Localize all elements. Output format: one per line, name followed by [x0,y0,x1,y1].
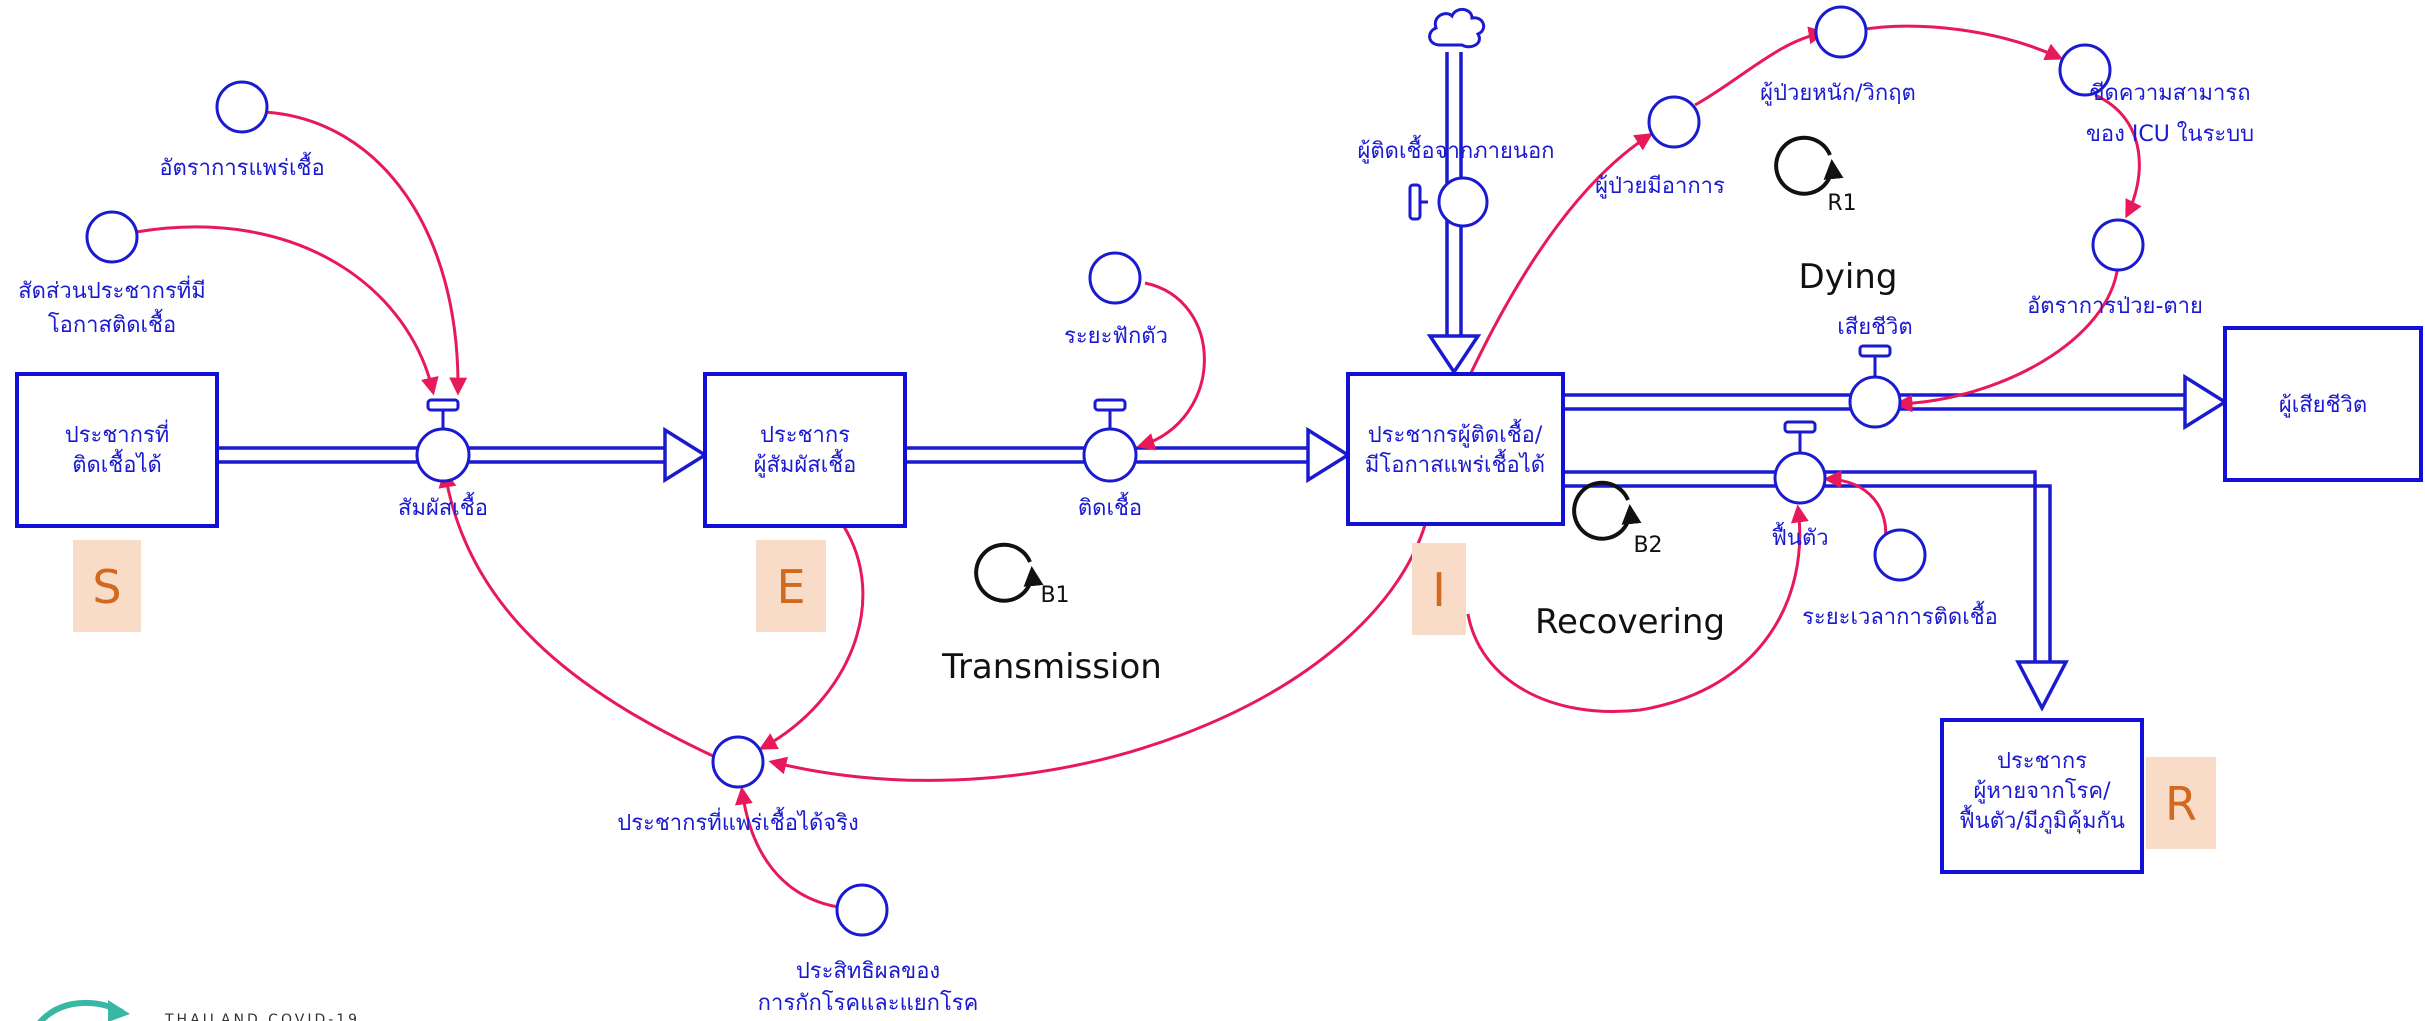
aux-label-icu-capacity-1: ขีดความสามารถ [2089,81,2250,106]
stock-infected[interactable]: ประชากรผู้ติดเชื้อ/ มีโอกาสแพร่เชื้อได้ [1346,372,1565,526]
aux-incubation[interactable] [1088,251,1142,305]
aux-label-infection-duration: ระยะเวลาการติดเชื้อ [1802,601,1998,630]
aux-label-symptomatic: ผู้ป่วยมีอาการ [1595,174,1725,199]
stock-exposed[interactable]: ประชากร ผู้สัมผัสเชื้อ [703,372,907,528]
aux-label-intervention-2: การกักโรคและแยกโรค [758,990,979,1016]
logo-text: THAILAND COVID-19 [164,1012,360,1021]
logo: THAILAND COVID-19 [37,999,360,1021]
aux-label-intervention-1: ประสิทธิผลของ [796,959,940,984]
svg-text:E: E [776,560,805,614]
aux-label-icu-capacity-2: ของ ICU ในระบบ [2086,121,2254,147]
loop-r1: R1 Dying [1774,135,1898,297]
aux-symptomatic[interactable] [1647,95,1701,149]
compartment-letter-e: E [756,540,826,632]
stock-exposed-line-2: ผู้สัมผัสเชื้อ [754,449,857,478]
loop-r1-name: Dying [1799,257,1898,297]
svg-text:S: S [92,560,121,614]
svg-text:R: R [2165,777,2197,831]
aux-label-susceptible-fraction-1: สัดส่วนประชากรที่มี [18,275,206,304]
stock-recovered-line-1: ประชากร [1997,749,2087,774]
aux-susceptible-fraction[interactable] [85,210,139,264]
loop-b2-name: Recovering [1535,602,1725,642]
stock-susceptible[interactable]: ประชากรที่ ติดเชื้อได้ [15,372,219,528]
flow-label-contact: สัมผัสเชื้อ [398,492,488,521]
aux-icu-capacity[interactable] [2058,43,2112,97]
stock-susceptible-line-1: ประชากรที่ [65,419,170,448]
valve-infect[interactable] [1082,398,1138,483]
loop-b1: B1 Transmission [941,542,1162,687]
stock-susceptible-line-2: ติดเชื้อได้ [72,449,162,478]
aux-effective-spreaders[interactable] [711,735,765,789]
loop-b1-id: B1 [1040,583,1069,608]
logo-arrow-icon [108,1000,130,1021]
stock-exposed-line-1: ประชากร [760,423,850,448]
aux-transmission-rate[interactable] [215,80,269,134]
stock-infected-line-2: มีโอกาสแพร่เชื้อได้ [1365,449,1545,478]
stock-recovered-line-2: ผู้หายจากโรค/ [1974,778,2112,804]
flow-label-recover: ฟื้นตัว [1771,522,1828,551]
flow-label-infect: ติดเชื้อ [1078,492,1142,521]
aux-label-effective-spreaders: ประชากรที่แพร่เชื้อได้จริง [617,807,858,836]
aux-label-incubation: ระยะฟักตัว [1064,324,1168,349]
causal-links [135,24,2142,910]
source-cloud-icon [1428,8,1486,49]
flow-label-external: ผู้ติดเชื้อจากภายนอก [1357,135,1554,164]
aux-label-severe: ผู้ป่วยหนัก/วิกฤต [1760,81,1916,106]
aux-fatality-rate[interactable] [2091,218,2145,272]
aux-label-transmission-rate: อัตราการแพร่เชื้อ [159,152,324,181]
aux-infection-duration[interactable] [1873,528,1927,582]
stock-recovered-line-3: ฟื้นตัว/มีภูมิคุ้มกัน [1959,805,2125,834]
compartment-letter-i: I [1412,543,1466,635]
stock-deaths-line-1: ผู้เสียชีวิต [2279,393,2367,418]
loop-r1-id: R1 [1827,191,1856,216]
loop-b2: B2 Recovering [1535,480,1725,642]
aux-label-susceptible-fraction-2: โอกาสติดเชื้อ [48,309,176,338]
valve-death[interactable] [1848,344,1902,429]
svg-text:I: I [1432,563,1446,617]
compartment-letter-s: S [73,540,141,632]
loop-b1-name: Transmission [941,647,1162,687]
stock-deaths[interactable]: ผู้เสียชีวิต [2223,326,2423,482]
compartment-letter-r: R [2146,757,2216,849]
aux-label-fatality-rate: อัตราการป่วย-ตาย [2027,294,2203,319]
aux-intervention[interactable] [835,883,889,937]
valve-recover[interactable] [1773,420,1827,505]
flow-label-death: เสียชีวิต [1837,315,1912,340]
stock-infected-line-1: ประชากรผู้ติดเชื้อ/ [1368,419,1543,448]
loop-b2-id: B2 [1633,533,1662,558]
valve-contact[interactable] [415,398,471,483]
valve-external[interactable] [1408,176,1489,228]
stock-recovered[interactable]: ประชากร ผู้หายจากโรค/ ฟื้นตัว/มีภูมิคุ้ม… [1940,718,2144,874]
aux-severe[interactable] [1814,5,1868,59]
